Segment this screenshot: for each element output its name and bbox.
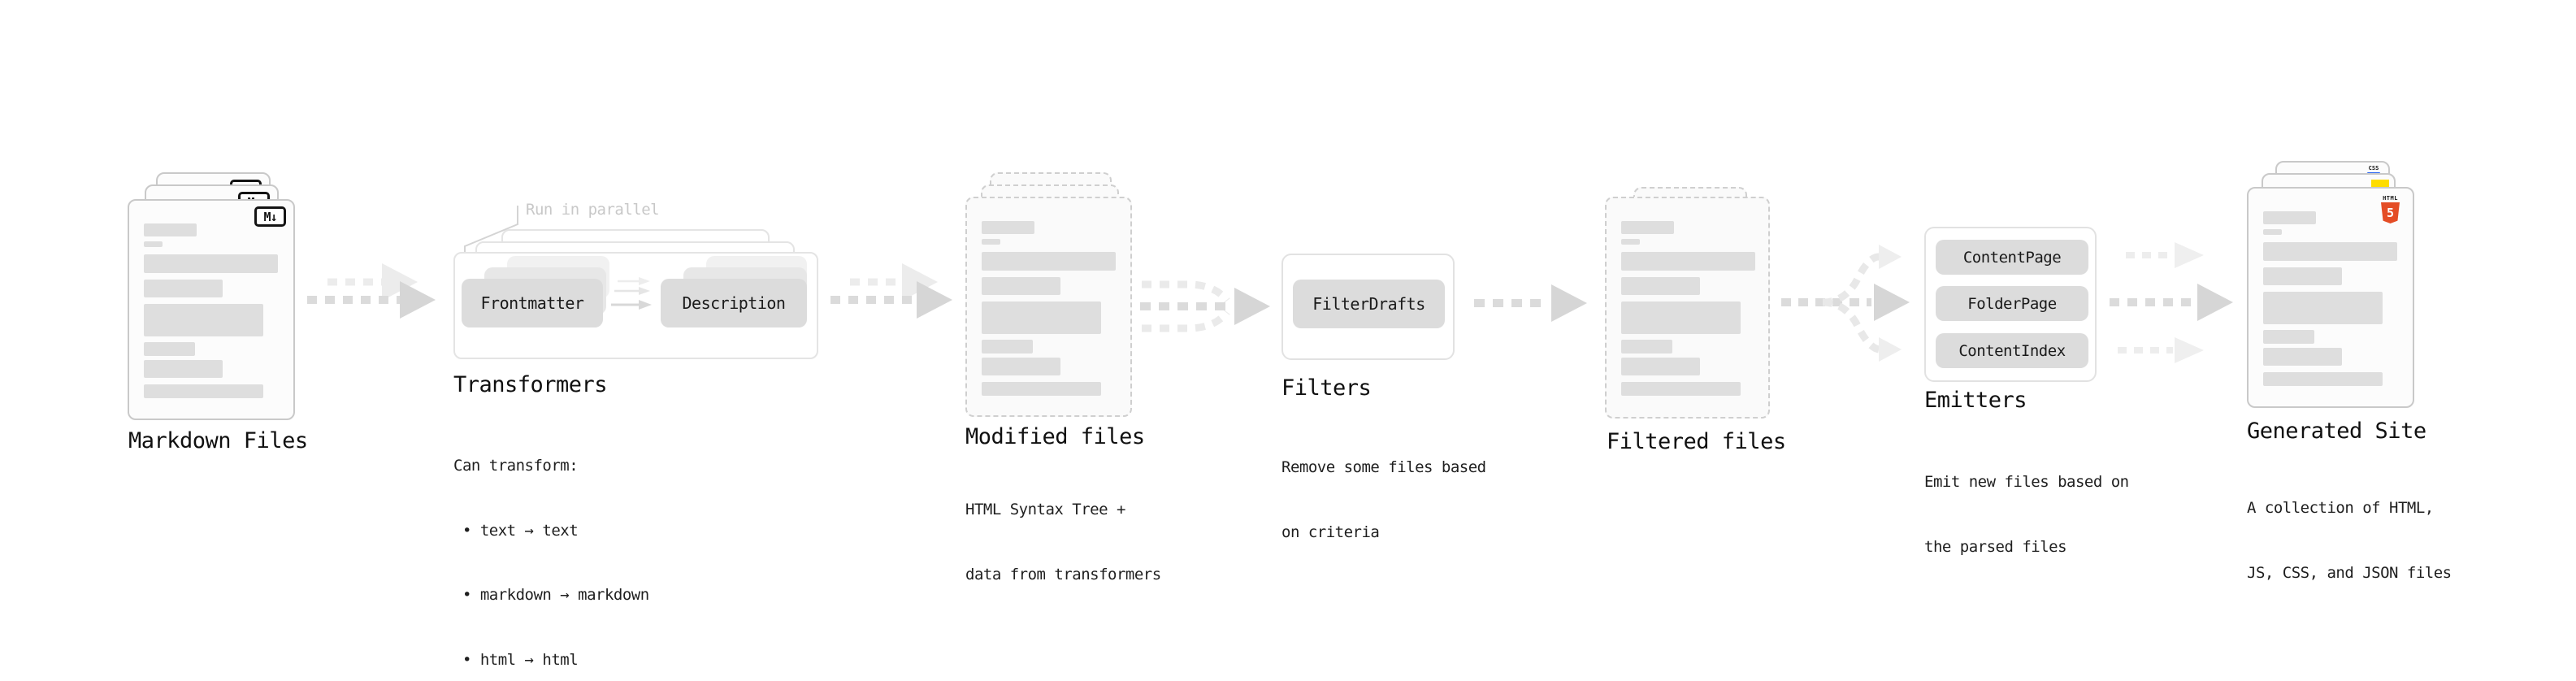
modified-file-page-front (965, 197, 1132, 417)
placeholder-text-bar (2263, 330, 2314, 344)
placeholder-text-bar (982, 340, 1033, 354)
emitter-content-index-button: ContentIndex (1936, 333, 2088, 368)
placeholder-text-bar (2263, 267, 2342, 285)
arrow-emitters-to-generated (2110, 242, 2233, 363)
placeholder-text-bar (144, 360, 223, 378)
caption-line: • text → text (453, 521, 579, 540)
caption-line: • markdown → markdown (453, 586, 649, 604)
node-title-emitters: Emitters (1924, 388, 2027, 413)
placeholder-text-bar (144, 254, 278, 273)
placeholder-text-bar (982, 301, 1101, 334)
transformer-description-button: Description (661, 279, 807, 327)
markdown-icon-label: M↓ (263, 209, 277, 224)
caption-line: Emit new files based on (1924, 473, 2129, 491)
node-title-generated-site: Generated Site (2247, 419, 2426, 444)
placeholder-text-bar (1621, 221, 1674, 234)
caption-line: data from transformers (965, 565, 1161, 583)
placeholder-text-bar (144, 280, 223, 297)
placeholder-text-bar (982, 221, 1034, 234)
placeholder-text-bar (1621, 301, 1741, 334)
caption-line: Can transform: (453, 457, 579, 475)
filtered-file-page-front (1605, 197, 1770, 419)
node-caption-modified-files: HTML Syntax Tree + data from transformer… (965, 456, 1161, 628)
caption-line: the parsed files (1924, 537, 2067, 556)
placeholder-text-bar (144, 304, 263, 336)
placeholder-text-bar (1621, 382, 1741, 396)
caption-line: Remove some files based (1281, 458, 1486, 476)
placeholder-text-bar (2263, 211, 2316, 224)
node-title-filtered-files: Filtered files (1607, 429, 1786, 454)
caption-line: HTML Syntax Tree + (965, 501, 1125, 518)
node-title-transformers: Transformers (453, 372, 608, 397)
placeholder-text-bar (982, 277, 1060, 295)
placeholder-text-bar (2263, 348, 2342, 366)
placeholder-text-bar (144, 241, 163, 247)
caption-line: on criteria (1281, 523, 1380, 541)
arrow-markdown-to-transformers (307, 263, 436, 319)
arrow-filtered-to-emitters (1781, 245, 1910, 362)
html5-icon-number: 5 (2386, 206, 2395, 220)
placeholder-text-bar (982, 239, 1000, 245)
arrow-transformers-to-modified (830, 263, 952, 319)
markdown-icon: M↓ (254, 206, 286, 227)
placeholder-text-bar (1621, 358, 1700, 375)
placeholder-text-bar (982, 382, 1101, 396)
filters-box: FilterDrafts (1281, 254, 1455, 360)
placeholder-text-bar (982, 252, 1116, 271)
placeholder-text-bar (2263, 292, 2383, 324)
arrow-filters-to-filtered (1474, 284, 1587, 322)
placeholder-text-bar (1621, 252, 1755, 271)
emitter-content-page-button: ContentPage (1936, 240, 2088, 275)
emitter-folder-page-button: FolderPage (1936, 286, 2088, 321)
html5-icon-shield: 5 (2381, 202, 2400, 223)
node-caption-generated-site: A collection of HTML, JS, CSS, and JSON … (2247, 454, 2452, 627)
js-icon (2371, 180, 2389, 189)
transformer-frontmatter-button: Frontmatter (462, 279, 603, 327)
placeholder-text-bar (144, 223, 197, 236)
placeholder-text-bar (2263, 372, 2383, 386)
placeholder-text-bar (144, 342, 195, 356)
caption-line: JS, CSS, and JSON files (2247, 563, 2452, 582)
placeholder-text-bar (1621, 340, 1672, 354)
node-caption-emitters: Emit new files based on the parsed files (1924, 428, 2129, 601)
caption-line: • html → html (453, 650, 579, 669)
filter-drafts-button: FilterDrafts (1293, 280, 1445, 328)
placeholder-text-bar (1621, 277, 1700, 295)
html5-icon-label: HTML (2383, 195, 2398, 202)
generated-html-page: HTML 5 (2247, 187, 2414, 408)
arrow-modified-to-filters (1140, 280, 1270, 332)
placeholder-text-bar (2263, 229, 2282, 235)
markdown-file-page-front: M↓ (128, 199, 295, 420)
placeholder-text-bar (144, 384, 263, 398)
node-caption-filters: Remove some files based on criteria (1281, 414, 1486, 586)
css-icon-label: CSS (2368, 165, 2379, 171)
placeholder-text-bar (982, 358, 1060, 375)
caption-line: A collection of HTML, (2247, 499, 2434, 517)
node-title-filters: Filters (1281, 375, 1372, 401)
placeholder-text-bar (1621, 239, 1640, 245)
node-caption-transformers: Can transform: • text → text • markdown … (453, 412, 649, 681)
html5-icon: HTML 5 (2381, 195, 2400, 223)
node-title-markdown-files: Markdown Files (128, 428, 308, 453)
node-title-modified-files: Modified files (965, 424, 1145, 449)
placeholder-text-bar (2263, 242, 2397, 261)
run-in-parallel-note: Run in parallel (526, 201, 660, 219)
emitters-box: ContentPage FolderPage ContentIndex (1924, 227, 2097, 382)
